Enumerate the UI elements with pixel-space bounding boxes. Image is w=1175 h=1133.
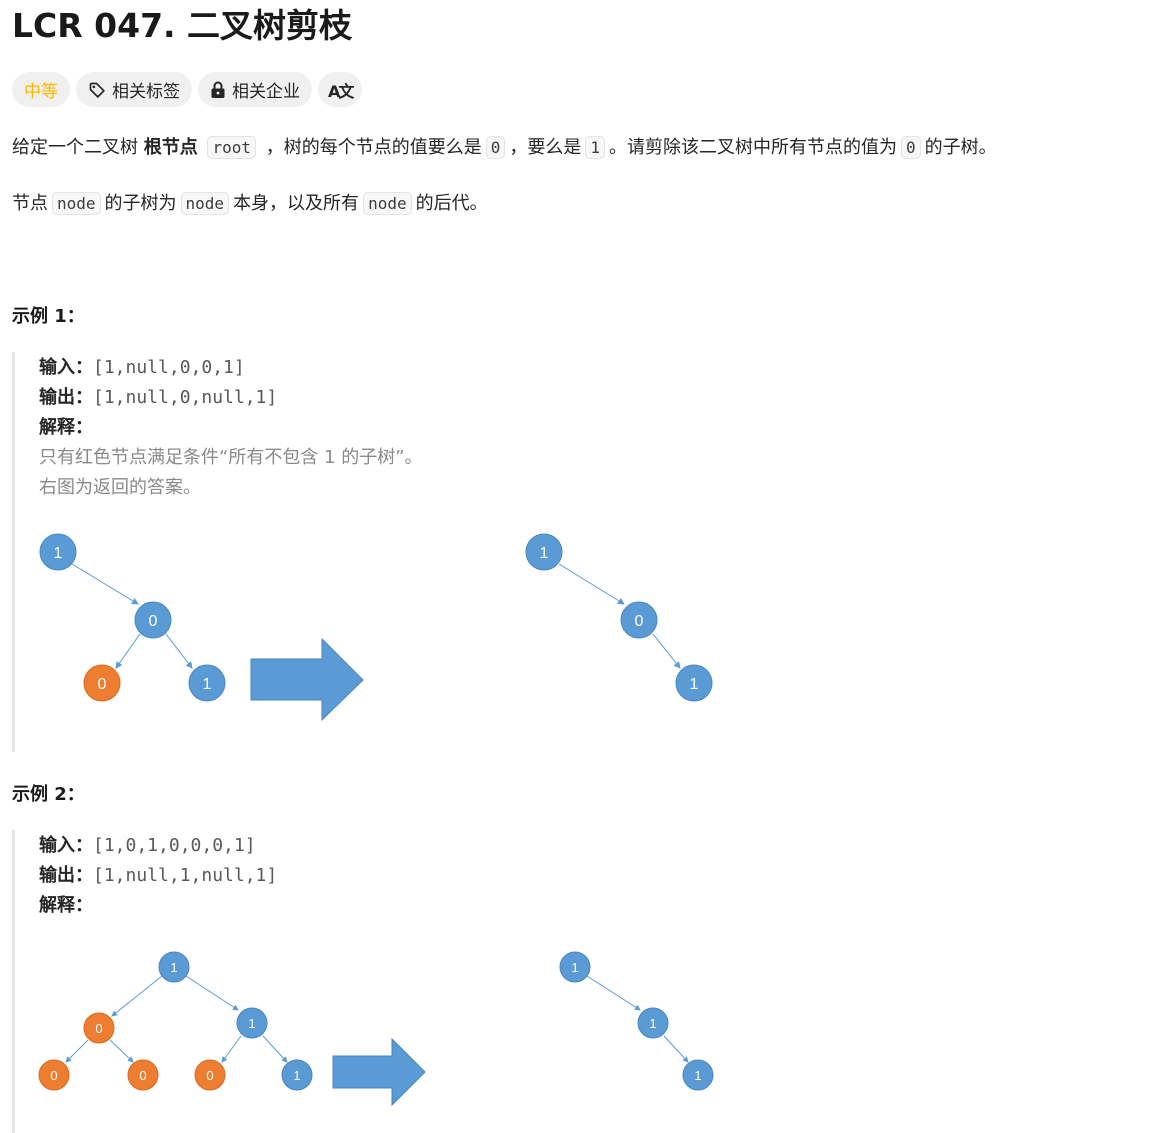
tree-node-pruned: 0 <box>194 1059 226 1091</box>
svg-text:0: 0 <box>50 1068 57 1083</box>
inline-code: 0 <box>485 136 506 159</box>
tree-edge <box>71 563 139 605</box>
tree-node: 1 <box>281 1059 313 1091</box>
tree-node-pruned: 0 <box>127 1059 159 1091</box>
tree-node: 0 <box>620 601 658 639</box>
tree-node-pruned: 0 <box>83 1012 115 1044</box>
svg-text:0: 0 <box>149 613 158 630</box>
bold-root-node: 根节点 <box>143 137 198 158</box>
inline-code: 1 <box>585 136 606 159</box>
example-2-output: 输出：[1,null,1,null,1] <box>39 865 278 886</box>
related-companies-label: 相关企业 <box>232 82 300 102</box>
svg-text:1: 1 <box>571 960 578 975</box>
tree-node: 1 <box>559 951 591 983</box>
tag-icon <box>88 81 106 99</box>
svg-text:1: 1 <box>293 1068 300 1083</box>
svg-text:1: 1 <box>694 1068 701 1083</box>
inline-code: node <box>363 192 412 215</box>
tree-node: 1 <box>637 1007 669 1039</box>
tree-edge <box>65 1039 89 1063</box>
tree-edge <box>165 633 193 669</box>
tree-edge <box>663 1035 689 1063</box>
tree-node-pruned: 0 <box>38 1059 70 1091</box>
tree-node: 1 <box>682 1059 714 1091</box>
tree-node: 1 <box>525 533 563 571</box>
svg-text:1: 1 <box>248 1016 255 1031</box>
tree-edge <box>185 975 239 1011</box>
inline-code: node <box>52 192 101 215</box>
example-2-quote-bar <box>12 830 15 1133</box>
tree-edge <box>586 975 641 1011</box>
related-topics-button[interactable]: 相关标签 <box>76 72 192 107</box>
tree-edge <box>262 1035 288 1063</box>
tree-node: 0 <box>134 601 172 639</box>
example-1-tree-figure: 1 0 0 1 1 0 1 <box>39 533 713 722</box>
right-arrow-icon <box>332 1037 426 1107</box>
difficulty-badge[interactable]: 中等 <box>12 72 70 107</box>
inline-code: root <box>207 136 256 159</box>
example-1-title: 示例 1： <box>12 306 85 327</box>
svg-text:0: 0 <box>98 676 107 693</box>
example-1-explain-label: 解释： <box>39 417 93 438</box>
tree-node: 1 <box>39 533 77 571</box>
svg-text:0: 0 <box>139 1068 146 1083</box>
example-2-title: 示例 2： <box>12 784 85 805</box>
related-topics-label: 相关标签 <box>112 82 180 102</box>
tree-node: 1 <box>675 664 713 702</box>
inline-code: 0 <box>901 136 921 159</box>
example-2-input: 输入：[1,0,1,0,0,0,1] <box>39 835 256 856</box>
page-title: LCR 047. 二叉树剪枝 <box>12 6 353 45</box>
svg-text:1: 1 <box>690 676 699 693</box>
svg-text:1: 1 <box>170 960 177 975</box>
tree-edge <box>109 1039 134 1063</box>
tree-edge <box>111 975 163 1017</box>
example-1-quote-bar <box>12 352 15 752</box>
svg-text:0: 0 <box>95 1021 102 1036</box>
example-1-input: 输入：[1,null,0,0,1] <box>39 357 245 378</box>
tag-row: 中等 相关标签 相关企业 A文 <box>12 72 363 107</box>
tree-node: 1 <box>158 951 190 983</box>
svg-text:0: 0 <box>206 1068 213 1083</box>
lock-icon <box>210 81 226 99</box>
svg-text:1: 1 <box>54 545 63 562</box>
svg-text:1: 1 <box>203 676 212 693</box>
svg-text:1: 1 <box>649 1016 656 1031</box>
right-arrow-icon <box>250 637 364 722</box>
example-1-explain-line-1: 只有红色节点满足条件“所有不包含 1 的子树”。 <box>39 447 423 468</box>
tree-edge <box>115 633 141 669</box>
example-1-output: 输出：[1,null,0,null,1] <box>39 387 278 408</box>
example-1-explain-line-2: 右图为返回的答案。 <box>39 477 201 498</box>
translate-icon: A文 <box>328 81 354 101</box>
tree-edge <box>558 563 625 605</box>
tree-edge <box>221 1035 242 1063</box>
svg-text:0: 0 <box>635 613 644 630</box>
tree-node: 1 <box>236 1007 268 1039</box>
example-2-explain-label: 解释： <box>39 895 93 916</box>
inline-code: node <box>180 192 230 215</box>
tree-node-pruned: 0 <box>83 664 121 702</box>
related-companies-button[interactable]: 相关企业 <box>198 72 312 107</box>
tree-edge <box>652 633 681 669</box>
translate-button[interactable]: A文 <box>318 72 363 107</box>
example-2-tree-figure: 1 0 1 0 0 0 1 1 1 1 <box>38 951 714 1107</box>
svg-text:1: 1 <box>540 545 549 562</box>
tree-node: 1 <box>188 664 226 702</box>
